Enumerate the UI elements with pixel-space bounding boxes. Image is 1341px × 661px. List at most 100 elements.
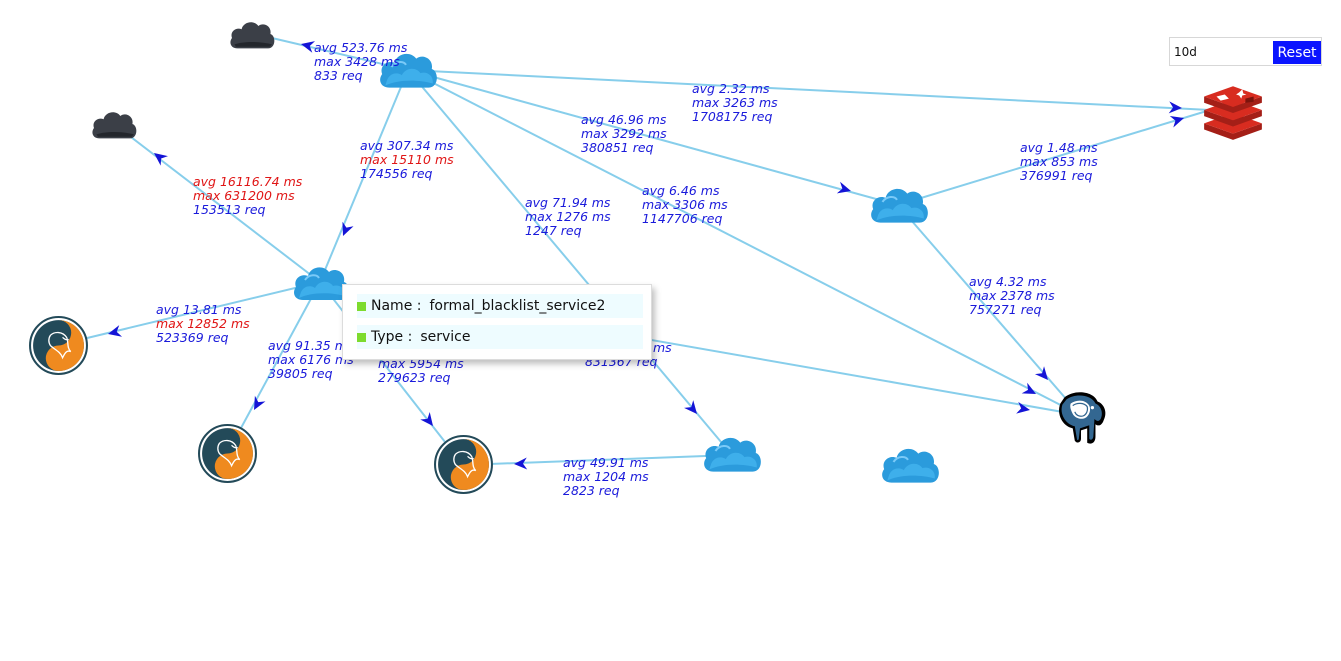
edge-label: avg 91.35 ms max 6176 ms 39805 req xyxy=(268,338,354,381)
edge-max: max 3428 ms xyxy=(314,54,400,69)
edge-max: ms xyxy=(653,340,672,355)
edge-req: 2823 req xyxy=(563,483,620,498)
edge-line[interactable] xyxy=(462,454,733,466)
edge-max: max 853 ms xyxy=(1020,154,1098,169)
time-range-input[interactable] xyxy=(1172,41,1272,63)
edge-avg: avg 91.35 ms xyxy=(268,338,354,353)
edge-avg: avg 307.34 ms xyxy=(360,138,454,153)
edge-avg: avg 13.81 ms xyxy=(156,302,242,317)
edge-line[interactable] xyxy=(319,69,409,283)
edge-avg: avg 2.32 ms xyxy=(692,81,770,96)
arrowhead xyxy=(1034,366,1048,380)
arrowhead xyxy=(1169,116,1184,128)
edge-req: 1147706 req xyxy=(642,211,722,226)
edge-label: avg 13.81 ms max 12852 ms 523369 req xyxy=(156,302,250,345)
blue-cloud-icon[interactable] xyxy=(293,266,350,301)
dark-cloud-icon[interactable] xyxy=(92,112,137,139)
edge-req: 523369 req xyxy=(156,330,229,345)
edge-max: max 3292 ms xyxy=(581,126,667,141)
edge-avg: avg 523.76 ms xyxy=(314,40,408,55)
arrowheads-layer xyxy=(108,41,1184,470)
edge-line[interactable] xyxy=(407,69,1211,111)
arrowhead xyxy=(684,400,697,414)
redis-icon[interactable] xyxy=(1204,86,1262,140)
edge-req: 380851 req xyxy=(581,140,654,155)
arrowhead xyxy=(836,181,851,194)
edge-req: 1247 req xyxy=(525,223,582,238)
edge-line[interactable] xyxy=(113,123,321,283)
edge-label: avg 6.46 ms max 3306 ms 1147706 req xyxy=(642,183,728,226)
nodes-layer xyxy=(28,22,1262,495)
mysql-icon[interactable] xyxy=(197,423,258,484)
edge-label: avg 4.32 ms max 2378 ms 757271 req xyxy=(969,274,1055,317)
tooltip-type-value: service xyxy=(420,329,471,345)
arrowhead xyxy=(514,457,528,470)
edge-max: max 1204 ms xyxy=(563,469,649,484)
edge-avg: avg 4.32 ms xyxy=(969,274,1047,289)
edges-layer xyxy=(57,37,1211,466)
edge-req: 39805 req xyxy=(268,366,333,381)
arrowhead xyxy=(1168,101,1182,114)
edge-req: 757271 req xyxy=(969,302,1042,317)
edge-line[interactable] xyxy=(897,204,1081,416)
dark-cloud-icon[interactable] xyxy=(230,22,275,49)
edge-avg: avg 16116.74 ms xyxy=(193,174,303,189)
edge-avg: avg 71.94 ms xyxy=(525,195,611,210)
edge-req: 376991 req xyxy=(1020,168,1093,183)
edge-max: max 6176 ms xyxy=(268,352,354,367)
edge-labels-layer: avg 523.76 ms max 3428 ms 833 req avg 2.… xyxy=(156,40,1098,498)
arrowhead xyxy=(342,221,354,236)
blue-cloud-icon[interactable] xyxy=(881,447,940,484)
blue-cloud-icon[interactable] xyxy=(703,436,762,473)
edge-max: max 1276 ms xyxy=(525,209,611,224)
edge-avg: avg 46.96 ms xyxy=(581,112,667,127)
tooltip-type-row: Type : service xyxy=(357,325,643,349)
edge-label: avg 307.34 ms max 15110 ms 174556 req xyxy=(360,138,454,181)
edge-line[interactable] xyxy=(407,69,1081,416)
edge-max: max 3263 ms xyxy=(692,95,778,110)
edge-line[interactable] xyxy=(407,69,601,299)
edge-label: avg 46.96 ms max 3292 ms 380851 req xyxy=(581,112,667,155)
edge-label: avg 523.76 ms max 3428 ms 833 req xyxy=(314,40,408,83)
edge-line[interactable] xyxy=(227,281,321,453)
edge-max: max 12852 ms xyxy=(156,316,250,331)
time-range-controls: Reset xyxy=(1169,37,1322,66)
green-square-icon xyxy=(357,332,366,342)
tooltip-name-value: formal_blacklist_service2 xyxy=(429,298,606,314)
edge-req: 833 req xyxy=(314,68,363,83)
mysql-icon[interactable] xyxy=(433,434,494,495)
edge-label: avg 1.48 ms max 853 ms 376991 req xyxy=(1020,140,1098,183)
edge-req: 279623 req xyxy=(378,370,451,385)
postgresql-elephant-icon[interactable] xyxy=(1058,391,1107,445)
mysql-icon[interactable] xyxy=(28,315,89,376)
edge-max: max 3306 ms xyxy=(642,197,728,212)
arrowhead xyxy=(1021,382,1036,394)
edge-label: max 5954 ms 279623 req xyxy=(378,356,464,385)
edge-label: avg 2.32 ms max 3263 ms 1708175 req xyxy=(692,81,778,124)
edge-line[interactable] xyxy=(407,69,899,206)
edge-req: 153513 req xyxy=(193,202,266,217)
node-tooltip: Name : formal_blacklist_service2 Type : … xyxy=(342,284,652,360)
edge-label: avg 71.94 ms max 1276 ms 1247 req xyxy=(525,195,611,238)
edge-req: 1708175 req xyxy=(692,109,772,124)
green-square-icon xyxy=(357,301,366,311)
edge-avg: avg 6.46 ms xyxy=(642,183,720,198)
arrowhead xyxy=(1016,401,1030,414)
edge-avg: avg 49.91 ms xyxy=(563,455,649,470)
edge-max: max 15110 ms xyxy=(360,152,454,167)
edge-line[interactable] xyxy=(57,281,321,346)
edge-max: max 631200 ms xyxy=(193,188,295,203)
edge-avg: avg 1.48 ms xyxy=(1020,140,1098,155)
arrowhead xyxy=(254,395,266,410)
blue-cloud-icon[interactable] xyxy=(870,187,929,224)
edge-line[interactable] xyxy=(897,109,1211,206)
tooltip-name-row: Name : formal_blacklist_service2 xyxy=(357,294,643,318)
arrowhead xyxy=(108,325,123,337)
edge-req: 174556 req xyxy=(360,166,433,181)
reset-button[interactable]: Reset xyxy=(1273,41,1321,64)
edge-label: avg 49.91 ms max 1204 ms 2823 req xyxy=(563,455,649,498)
arrowhead xyxy=(154,153,168,166)
tooltip-name-key: Name : xyxy=(371,298,422,314)
arrowhead xyxy=(301,41,316,53)
